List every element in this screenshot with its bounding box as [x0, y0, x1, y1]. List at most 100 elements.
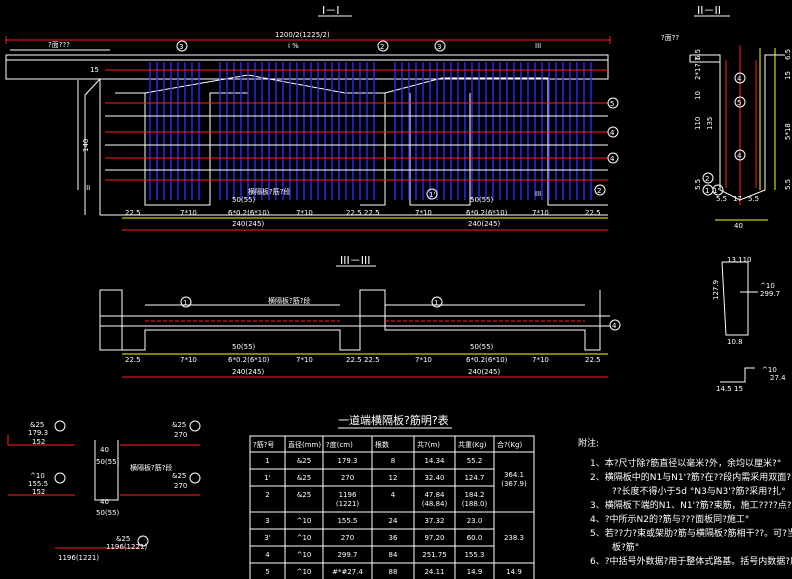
svg-text:4: 4	[737, 152, 742, 160]
table-cell: 24.11	[424, 568, 444, 576]
svg-text:3: 3	[179, 43, 183, 51]
section-I: I－I 1200/2(1225/2) i % ?面??? 15 140 III …	[5, 4, 619, 231]
section-II: II－II ?面?? 6.5 15 5*18 5.5 6.5 2*17.1 10…	[661, 4, 792, 230]
svg-text:5.5: 5.5	[784, 179, 792, 190]
table-cell: 84	[389, 551, 398, 559]
table-cell: 88	[389, 568, 398, 576]
dim-label: 6*0.2(6*10)	[228, 209, 270, 217]
top-dimension: 1200/2(1225/2)	[275, 31, 330, 39]
rebar-table: 一道端横隔板?筋明?表 ?筋?号直径(mm)?度(cm)根数共?(m)共重(Kg…	[249, 413, 535, 579]
svg-text:5*18: 5*18	[784, 123, 792, 140]
mark-III-right: III	[535, 42, 541, 50]
svg-text:横隔板?筋?段: 横隔板?筋?段	[130, 463, 172, 472]
dim-label: 22.5	[346, 209, 362, 217]
detail-right: 13.110 127.9 10.8 ^10 299.7 14.5 15 ^10 …	[712, 256, 786, 393]
table-cell: 270	[341, 474, 354, 482]
dim-label: 22.5	[125, 356, 141, 364]
svg-text:10.8: 10.8	[727, 338, 743, 346]
table-cell: 12	[389, 474, 398, 482]
svg-text:1': 1'	[429, 191, 435, 199]
svg-text:240(245): 240(245)	[232, 368, 264, 376]
svg-text:240(245): 240(245)	[468, 368, 500, 376]
table-cell: ^10	[297, 568, 312, 576]
section-III-title: III－III	[340, 254, 370, 267]
svg-text:6.5: 6.5	[694, 49, 702, 60]
svg-text:50(55): 50(55)	[96, 458, 120, 466]
svg-text:1: 1	[183, 299, 187, 307]
dim-50: 50(55)	[232, 343, 256, 351]
svg-text:15: 15	[734, 385, 743, 393]
table-cell: 97.20	[424, 534, 444, 542]
dim-label: 6*0.2(6*10)	[466, 209, 508, 217]
dim-label: 7*10	[532, 209, 549, 217]
table-cell: 60.0	[467, 534, 483, 542]
table-cell: 1	[265, 457, 269, 465]
svg-text:&25: &25	[172, 421, 186, 429]
svg-text:299.7: 299.7	[760, 290, 780, 298]
svg-text:4: 4	[737, 75, 742, 83]
table-cell: ^10	[297, 517, 312, 525]
dim-label: 22.5	[346, 356, 362, 364]
dim-140: 140	[82, 139, 90, 152]
section-I-title: I－I	[322, 4, 340, 17]
svg-text:^10: ^10	[762, 366, 777, 374]
table-cell: 179.3	[337, 457, 357, 465]
table-cell: 14.9	[467, 568, 483, 576]
table-cell: ^10	[297, 551, 312, 559]
dim-label: 7*10	[415, 209, 432, 217]
svg-text:2: 2	[380, 43, 384, 51]
svg-text:2: 2	[597, 187, 601, 195]
dim-15: 15	[90, 66, 99, 74]
table-cell: 2	[265, 491, 269, 499]
svg-text:40: 40	[100, 446, 109, 454]
table-cell: 3'	[264, 534, 270, 542]
svg-text:5: 5	[737, 99, 741, 107]
note-line: ??长度不得小于5d °N3与N3'?筋?采用?扎°	[612, 485, 786, 497]
table-cell: 4	[265, 551, 270, 559]
svg-text:14.5: 14.5	[716, 385, 732, 393]
table-cell: 299.7	[337, 551, 357, 559]
table-title: 一道端横隔板?筋明?表	[338, 413, 449, 427]
svg-text:4: 4	[610, 155, 615, 163]
svg-text:40: 40	[100, 498, 109, 506]
dim-label: 7*10	[296, 209, 313, 217]
table-cell: 1'	[264, 474, 270, 482]
dim-label: 7*10	[180, 356, 197, 364]
subtotal: 364.1	[504, 471, 524, 479]
svg-text:&25: &25	[116, 535, 130, 543]
note-line: 3、横隔板下端的N1、N1'?筋?束筋，施工????点?	[590, 499, 792, 511]
long-bars-I	[105, 69, 608, 181]
notes: 附注: 1、本?尺寸除?筋直径以毫米?外，余均以厘米?°2、横隔板中的N1与N1…	[578, 437, 792, 567]
dim-50: 50(55)	[232, 196, 256, 204]
deck-label: ?面???	[48, 41, 70, 49]
dim-label: 22.5	[364, 356, 380, 364]
svg-text:270: 270	[174, 431, 187, 439]
note-line: 6、?中括号外数据?用于整体式路基。括号内数据?用	[590, 555, 792, 567]
callouts-I: 3 2 3 5 4 4 1' 2	[176, 40, 619, 200]
svg-text:27.4: 27.4	[770, 374, 786, 382]
dim-label: 22.5	[585, 356, 601, 364]
table-cell: 270	[341, 534, 354, 542]
table-cell: &25	[297, 457, 311, 465]
table-header: ?度(cm)	[326, 440, 353, 449]
slope-label: i %	[288, 42, 299, 50]
svg-text:3: 3	[437, 43, 441, 51]
table-header: 合?(Kg)	[497, 440, 522, 449]
dim-label: 7*10	[415, 356, 432, 364]
dim-label: 22.5	[364, 209, 380, 217]
svg-text:^10: ^10	[30, 472, 45, 480]
table-cell: 124.7	[464, 474, 484, 482]
svg-text:152: 152	[32, 438, 45, 446]
note-line: 1、本?尺寸除?筋直径以毫米?外，余均以厘米?°	[590, 457, 781, 469]
svg-text:127.9: 127.9	[712, 280, 720, 300]
svg-text:1: 1	[705, 187, 709, 195]
dim-label: 22.5	[585, 209, 601, 217]
subtotal: (367.9)	[501, 480, 527, 488]
dim-50: 50(55)	[470, 196, 494, 204]
svg-text:13.110: 13.110	[727, 256, 752, 264]
svg-text:152: 152	[32, 488, 45, 496]
dim-label: 6*0.2(6*10)	[228, 356, 270, 364]
svg-text:5.5: 5.5	[694, 179, 702, 190]
svg-text:135: 135	[706, 117, 714, 130]
